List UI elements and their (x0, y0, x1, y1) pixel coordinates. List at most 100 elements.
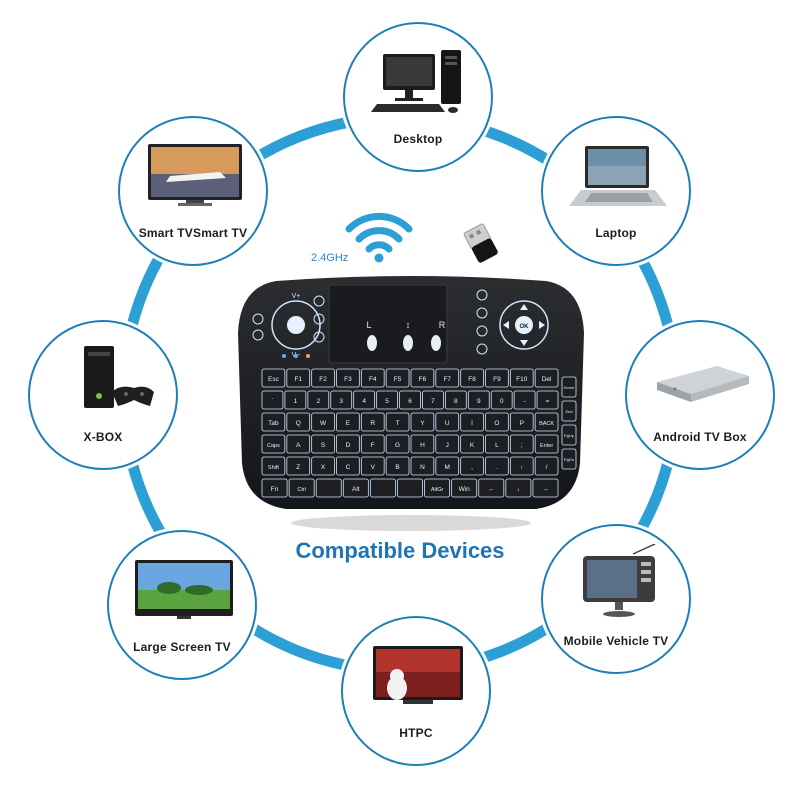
right-media-buttons[interactable] (476, 289, 488, 355)
key[interactable] (460, 456, 484, 476)
key[interactable] (353, 390, 376, 410)
side-key[interactable] (561, 424, 577, 446)
key[interactable] (261, 368, 286, 388)
key[interactable] (336, 434, 360, 454)
side-key-label: End (565, 409, 572, 414)
key[interactable] (460, 412, 484, 432)
key[interactable] (286, 456, 311, 476)
key[interactable] (534, 456, 559, 476)
key[interactable] (509, 434, 534, 454)
key[interactable] (261, 412, 286, 432)
key-label: C (346, 464, 351, 471)
key[interactable] (460, 368, 484, 388)
key-label: 4 (362, 398, 366, 405)
key[interactable] (385, 434, 410, 454)
side-key[interactable] (561, 448, 577, 470)
key[interactable] (286, 412, 311, 432)
key[interactable] (307, 390, 330, 410)
side-key[interactable] (561, 400, 577, 422)
key[interactable] (385, 368, 410, 388)
key-label: 9 (477, 398, 481, 405)
key-label: N (420, 464, 425, 471)
key[interactable] (505, 478, 532, 498)
key[interactable] (460, 434, 484, 454)
side-key-label: PgDn (564, 457, 574, 462)
key[interactable] (315, 478, 342, 498)
key[interactable] (467, 390, 490, 410)
key[interactable] (424, 478, 451, 498)
key[interactable] (490, 390, 513, 410)
key[interactable] (360, 368, 385, 388)
key[interactable] (360, 412, 385, 432)
game-console-icon (84, 346, 154, 408)
key[interactable] (369, 478, 396, 498)
portable-tv-icon (583, 544, 656, 617)
key[interactable] (513, 390, 536, 410)
key[interactable] (360, 456, 385, 476)
key[interactable] (435, 434, 460, 454)
key[interactable] (410, 456, 435, 476)
key-label: T (396, 420, 400, 427)
volume-ring[interactable] (271, 300, 321, 350)
key-label: ; (521, 442, 523, 449)
key[interactable] (410, 368, 435, 388)
key[interactable] (330, 390, 353, 410)
key[interactable] (311, 434, 335, 454)
key[interactable] (336, 368, 360, 388)
key[interactable] (397, 478, 423, 498)
play-pause-button[interactable] (287, 316, 305, 334)
key-label: 0 (500, 398, 504, 405)
key[interactable] (509, 456, 534, 476)
key[interactable] (509, 368, 534, 388)
key[interactable] (376, 390, 398, 410)
key[interactable] (444, 390, 467, 410)
key[interactable] (534, 434, 559, 454)
key-label: Win (459, 486, 471, 493)
key[interactable] (435, 456, 460, 476)
key[interactable] (485, 434, 509, 454)
key[interactable] (261, 390, 284, 410)
key[interactable] (410, 412, 435, 432)
key-label: V (371, 464, 376, 471)
key[interactable] (342, 478, 369, 498)
left-media-buttons[interactable] (252, 295, 325, 343)
key[interactable] (509, 412, 534, 432)
key[interactable] (534, 412, 559, 432)
key[interactable] (485, 456, 509, 476)
key[interactable] (435, 368, 460, 388)
key[interactable] (336, 456, 360, 476)
side-key[interactable] (561, 376, 577, 398)
key[interactable] (534, 368, 559, 388)
touchpad[interactable] (328, 284, 448, 364)
key[interactable] (360, 434, 385, 454)
key[interactable] (536, 390, 559, 410)
key[interactable] (422, 390, 444, 410)
key[interactable] (261, 434, 286, 454)
key[interactable] (261, 456, 286, 476)
key[interactable] (311, 368, 335, 388)
key[interactable] (478, 478, 505, 498)
key[interactable] (288, 478, 315, 498)
key[interactable] (336, 412, 360, 432)
page-title: Compatible Devices (295, 538, 505, 563)
key[interactable] (532, 478, 559, 498)
key[interactable] (286, 368, 311, 388)
touchpad-right-label: R (439, 320, 446, 330)
key[interactable] (485, 368, 509, 388)
key[interactable] (410, 434, 435, 454)
touchpad-left-label: L (366, 320, 371, 330)
key[interactable] (261, 478, 288, 498)
dpad-ok-button[interactable] (515, 316, 533, 334)
key[interactable] (385, 412, 410, 432)
key[interactable] (284, 390, 307, 410)
touchpad-hand-icons (367, 335, 441, 351)
key[interactable] (286, 434, 311, 454)
key[interactable] (385, 456, 410, 476)
key[interactable] (311, 412, 335, 432)
dpad[interactable] (499, 300, 549, 350)
key[interactable] (435, 412, 460, 432)
key[interactable] (311, 456, 335, 476)
key[interactable] (399, 390, 421, 410)
key[interactable] (485, 412, 509, 432)
key[interactable] (451, 478, 478, 498)
